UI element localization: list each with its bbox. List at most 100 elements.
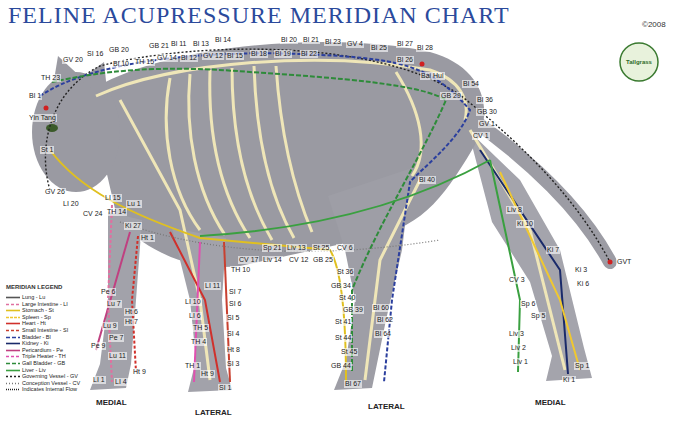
view-label: LATERAL [368,402,405,411]
point-label: CV 12 [288,256,309,264]
chart-title: FELINE ACUPRESSURE MERIDIAN CHART [8,1,510,29]
point-label: Bl 23 [324,38,342,46]
point-label: CV 3 [508,276,526,284]
legend-text: Spleen - Sp [22,314,51,321]
point-label: LI 10 [184,298,202,306]
point-label: Bl 60 [372,304,390,312]
legend-sample [6,341,20,346]
point-label: Sp 5 [530,312,546,320]
point-label: CV 6 [336,244,354,252]
point-label: LI 11 [204,282,221,290]
legend-sample [6,348,20,353]
legend-sample [6,321,20,326]
point-label: Bl 22 [300,50,318,58]
point-label: Bl 11 [170,40,187,48]
legend-sample [6,308,20,313]
point-label: LI 15 [104,194,122,202]
point-label: Ki 3 [574,266,588,274]
point-label: CV 24 [82,210,103,218]
point-label: Liv 14 [262,256,283,264]
point-label: GV 12 [202,52,224,60]
point-label: St 25 [312,244,330,252]
point-label: Liv 2 [510,344,527,352]
point-label: Pe 7 [108,334,124,342]
hind-medial-leg [468,130,592,381]
legend-sample [6,328,20,333]
point-label: TH 5 [192,324,209,332]
acupoint-dots [44,62,613,265]
legend-text: Liver - Liv [22,367,46,374]
point-label: SI 3 [226,360,240,368]
point-label: Bl 54 [462,80,480,88]
legend-sample [6,381,20,386]
point-label: Liv 8 [506,206,523,214]
point-label: Bl 62 [376,316,394,324]
point-label: Bl 18 [250,50,268,58]
legend-text: Indicates Internal Flow [22,386,77,393]
point-label: SI 6 [228,300,242,308]
legend-text: Triple Heater - TH [22,353,66,360]
point-label: GB 21 [148,42,170,50]
point-label: CV 1 [472,132,490,140]
point-label: GB 29 [440,92,462,100]
point-label: Lu 11 [108,352,127,360]
point-label: Ht 1 [140,234,155,242]
point-label: GV 4 [346,40,364,48]
point-label: GB 25 [312,256,334,264]
legend-text: Large Intestine - LI [22,301,68,308]
point-label: St 41 [334,318,352,326]
point-label: SI 4 [226,330,240,338]
point-label: Ht 6 [124,308,139,316]
point-label: GB 30 [476,108,498,116]
point-label: Bl 26 [396,56,414,64]
legend-sample [6,335,20,340]
point-label: Bl 12 [180,54,198,62]
point-label: Lu 1 [126,200,142,208]
logo-text: Tallgrass [626,59,652,66]
point-label: Bl 25 [370,44,388,52]
cat-eye [46,124,58,132]
view-label: LATERAL [195,408,232,417]
view-label: MEDIAL [535,398,566,407]
legend-text: Small Intestine - SI [22,327,68,334]
legend-sample [6,302,20,307]
point-label: Liv 3 [508,330,525,338]
point-label: GB 20 [108,46,130,54]
point-label: GB 34 [330,282,352,290]
legend-text: Conception Vessel - CV [22,380,80,387]
legend-sample [6,374,20,379]
legend-text: Bladder - Bl [22,334,51,341]
logo-circle [620,43,658,81]
point-label: TH 4 [190,338,207,346]
point-label: TH 15 [134,58,155,66]
point-label: Bl 14 [214,36,232,44]
point-label: CV 17 [238,256,259,264]
meridian-lines [40,49,610,382]
legend-sample [6,368,20,373]
point-label: SI 5 [226,314,240,322]
hind-lateral-leg [328,168,412,390]
view-label: MEDIAL [96,398,127,407]
point-label: GB 44 [330,362,352,370]
point-label: TH 14 [106,208,127,216]
point-label: Bl 64 [374,330,392,338]
point-label: SI 7 [228,288,242,296]
cat-body [88,42,484,267]
point-label: Lu 9 [102,322,118,330]
point-label: GV 14 [156,54,178,62]
point-label: GVT [616,258,632,266]
point-label: St 44 [334,334,352,342]
point-label: SI 1 [218,384,232,392]
legend-sample [6,315,20,320]
copyright: ©2008 [642,20,666,29]
legend-text: Governing Vessel - GV [22,373,78,380]
legend-sample [6,295,20,300]
point-label: Lu 7 [106,300,122,308]
point-label: Bl 19 [274,50,292,58]
legend-text: Pericardium - Pe [22,347,63,354]
point-label: Liv 13 [286,244,307,252]
point-label: Ht 9 [132,368,147,376]
point-label: Ki 1 [562,376,576,384]
point-label: Bl 1 [28,92,42,100]
